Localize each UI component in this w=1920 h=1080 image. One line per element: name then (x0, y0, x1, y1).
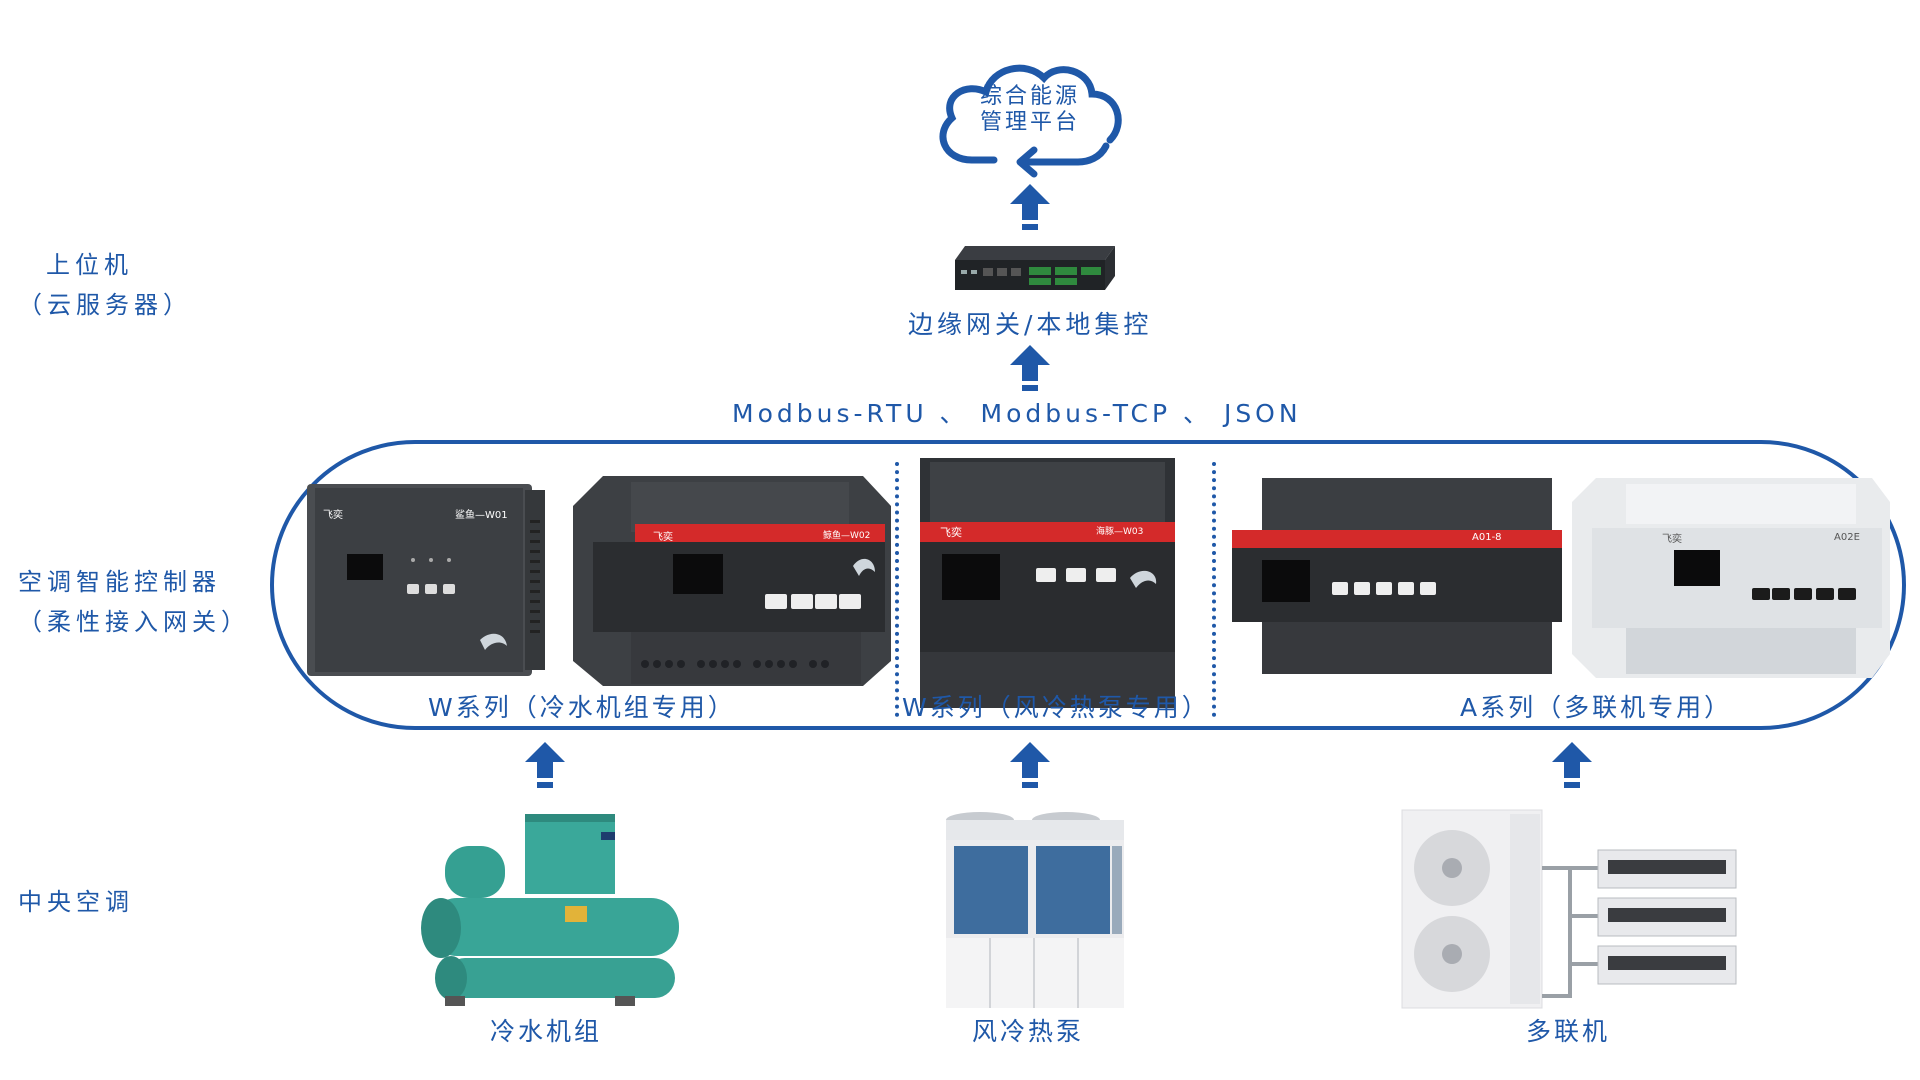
host-label-line2: （云服务器） (18, 291, 192, 319)
w03-brand: 飞奕 (940, 526, 962, 539)
a01-model: A01-8 (1472, 532, 1502, 543)
divider (895, 462, 899, 717)
chiller-image (415, 810, 685, 1014)
controller-a02: 飞奕 A02E (1572, 478, 1890, 682)
cloud-label-line2: 管理平台 (979, 110, 1080, 135)
w02-brand: 飞奕 (653, 532, 673, 543)
controller-w03: 飞奕 海豚—W03 (920, 458, 1175, 712)
up-arrow-icon (525, 742, 565, 788)
divider (1212, 462, 1216, 717)
w01-brand: 飞奕 (323, 510, 343, 521)
controller-w02: 飞奕 鲸鱼—W02 (573, 476, 891, 695)
controller-w01: 飞奕 鲨鱼—W01 (305, 480, 550, 684)
gateway-label: 边缘网关/本地集控 (908, 310, 1153, 339)
cloud-icon (939, 64, 1122, 178)
edge-gateway-device (945, 238, 1120, 302)
series-caption-w-heatpump: W系列（风冷热泵专用） (902, 693, 1210, 722)
series-caption-a-vrf: A系列（多联机专用） (1460, 693, 1733, 722)
cloud-platform: 综合能源 管理平台 (930, 48, 1130, 178)
up-arrow-icon (1010, 184, 1050, 230)
controller-container (270, 440, 1906, 730)
controller-label-line1: 空调智能控制器 (18, 568, 221, 596)
chiller-label: 冷水机组 (490, 1017, 603, 1046)
a02-model: A02E (1834, 532, 1860, 543)
vrf-label: 多联机 (1526, 1017, 1611, 1046)
protocols-label: Modbus-RTU 、 Modbus-TCP 、 JSON (732, 399, 1302, 428)
controller-label-line2: （柔性接入网关） (18, 608, 250, 636)
host-label: 上位机 （云服务器） (18, 245, 192, 325)
central-ac-label: 中央空调 (18, 888, 134, 916)
up-arrow-icon (1552, 742, 1592, 788)
heatpump-label: 风冷热泵 (972, 1017, 1085, 1046)
vrf-image (1400, 808, 1750, 1022)
series-caption-w-chiller: W系列（冷水机组专用） (428, 693, 736, 722)
w01-model: 鲨鱼—W01 (455, 510, 508, 521)
up-arrow-icon (1010, 742, 1050, 788)
controller-a01: A01-8 (1232, 478, 1562, 682)
cloud-label-line1: 综合能源 (979, 84, 1080, 109)
up-arrow-icon (1010, 345, 1050, 391)
w03-model: 海豚—W03 (1096, 527, 1144, 537)
host-label-line1: 上位机 (46, 251, 133, 279)
controller-label: 空调智能控制器 （柔性接入网关） (18, 562, 250, 642)
a02-brand: 飞奕 (1662, 534, 1682, 545)
w02-model: 鲸鱼—W02 (823, 531, 871, 541)
heatpump-image (940, 810, 1130, 1014)
